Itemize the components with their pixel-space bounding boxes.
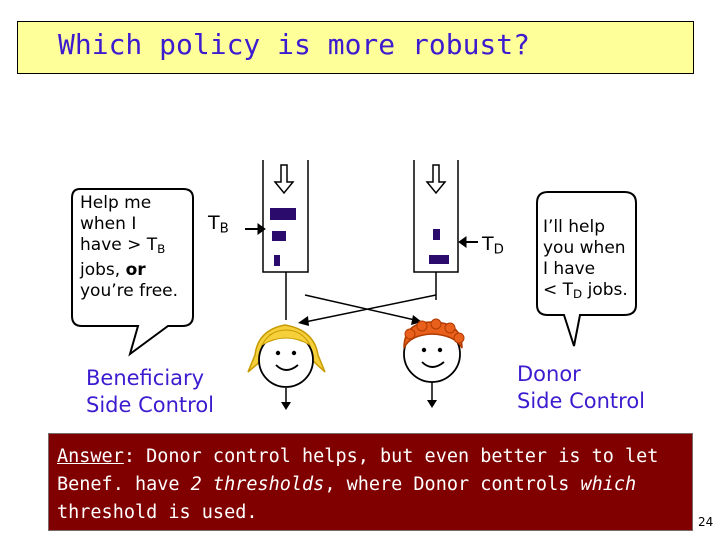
b-to-donor-arrow — [304, 294, 416, 321]
beneficiary-side-control-label: Beneficiary Side Control — [86, 366, 214, 417]
left-bubble-line: jobs, or — [80, 259, 146, 280]
slide-title: Which policy is more robust? — [58, 28, 531, 61]
answer-box — [48, 433, 693, 531]
job-block — [272, 231, 286, 241]
arrow-td — [458, 236, 478, 248]
right-speech-bubble — [536, 191, 637, 347]
right-bubble-line: I’ll help — [543, 217, 606, 237]
donor-face-icon — [403, 318, 465, 383]
right-bubble-line: I have — [543, 259, 596, 279]
beneficiary-face-icon — [247, 324, 326, 388]
right-bubble-line: you when — [543, 238, 626, 258]
arrow-down-icon — [425, 164, 447, 195]
right-bubble-line: < TD jobs. — [543, 280, 628, 301]
job-block — [274, 255, 280, 266]
answer-text: Answer: Donor control helps, but even be… — [57, 446, 659, 523]
page-number: 24 — [698, 515, 714, 529]
left-speech-bubble — [71, 188, 194, 357]
left-bubble-text: Help me when I have > TB jobs, or you’re… — [80, 193, 178, 302]
job-block — [429, 255, 449, 264]
job-block — [270, 208, 296, 220]
arrow-tb — [245, 223, 266, 235]
threshold-tb-label: TB — [208, 212, 229, 237]
threshold-td-label: TD — [482, 233, 504, 258]
job-block — [433, 229, 440, 240]
left-bubble-line: Help me — [80, 193, 152, 213]
donor-side-control-label: Donor Side Control — [517, 362, 645, 413]
title-box — [17, 21, 694, 74]
arrow-down-icon — [273, 164, 295, 195]
donor-to-b-arrow — [304, 294, 437, 323]
left-bubble-line: when I — [80, 214, 137, 234]
right-bubble-text: I’ll help you when I have < TD jobs. — [543, 217, 628, 305]
left-bubble-line: you’re free. — [80, 280, 179, 301]
left-bubble-line: have > TB — [80, 235, 166, 256]
